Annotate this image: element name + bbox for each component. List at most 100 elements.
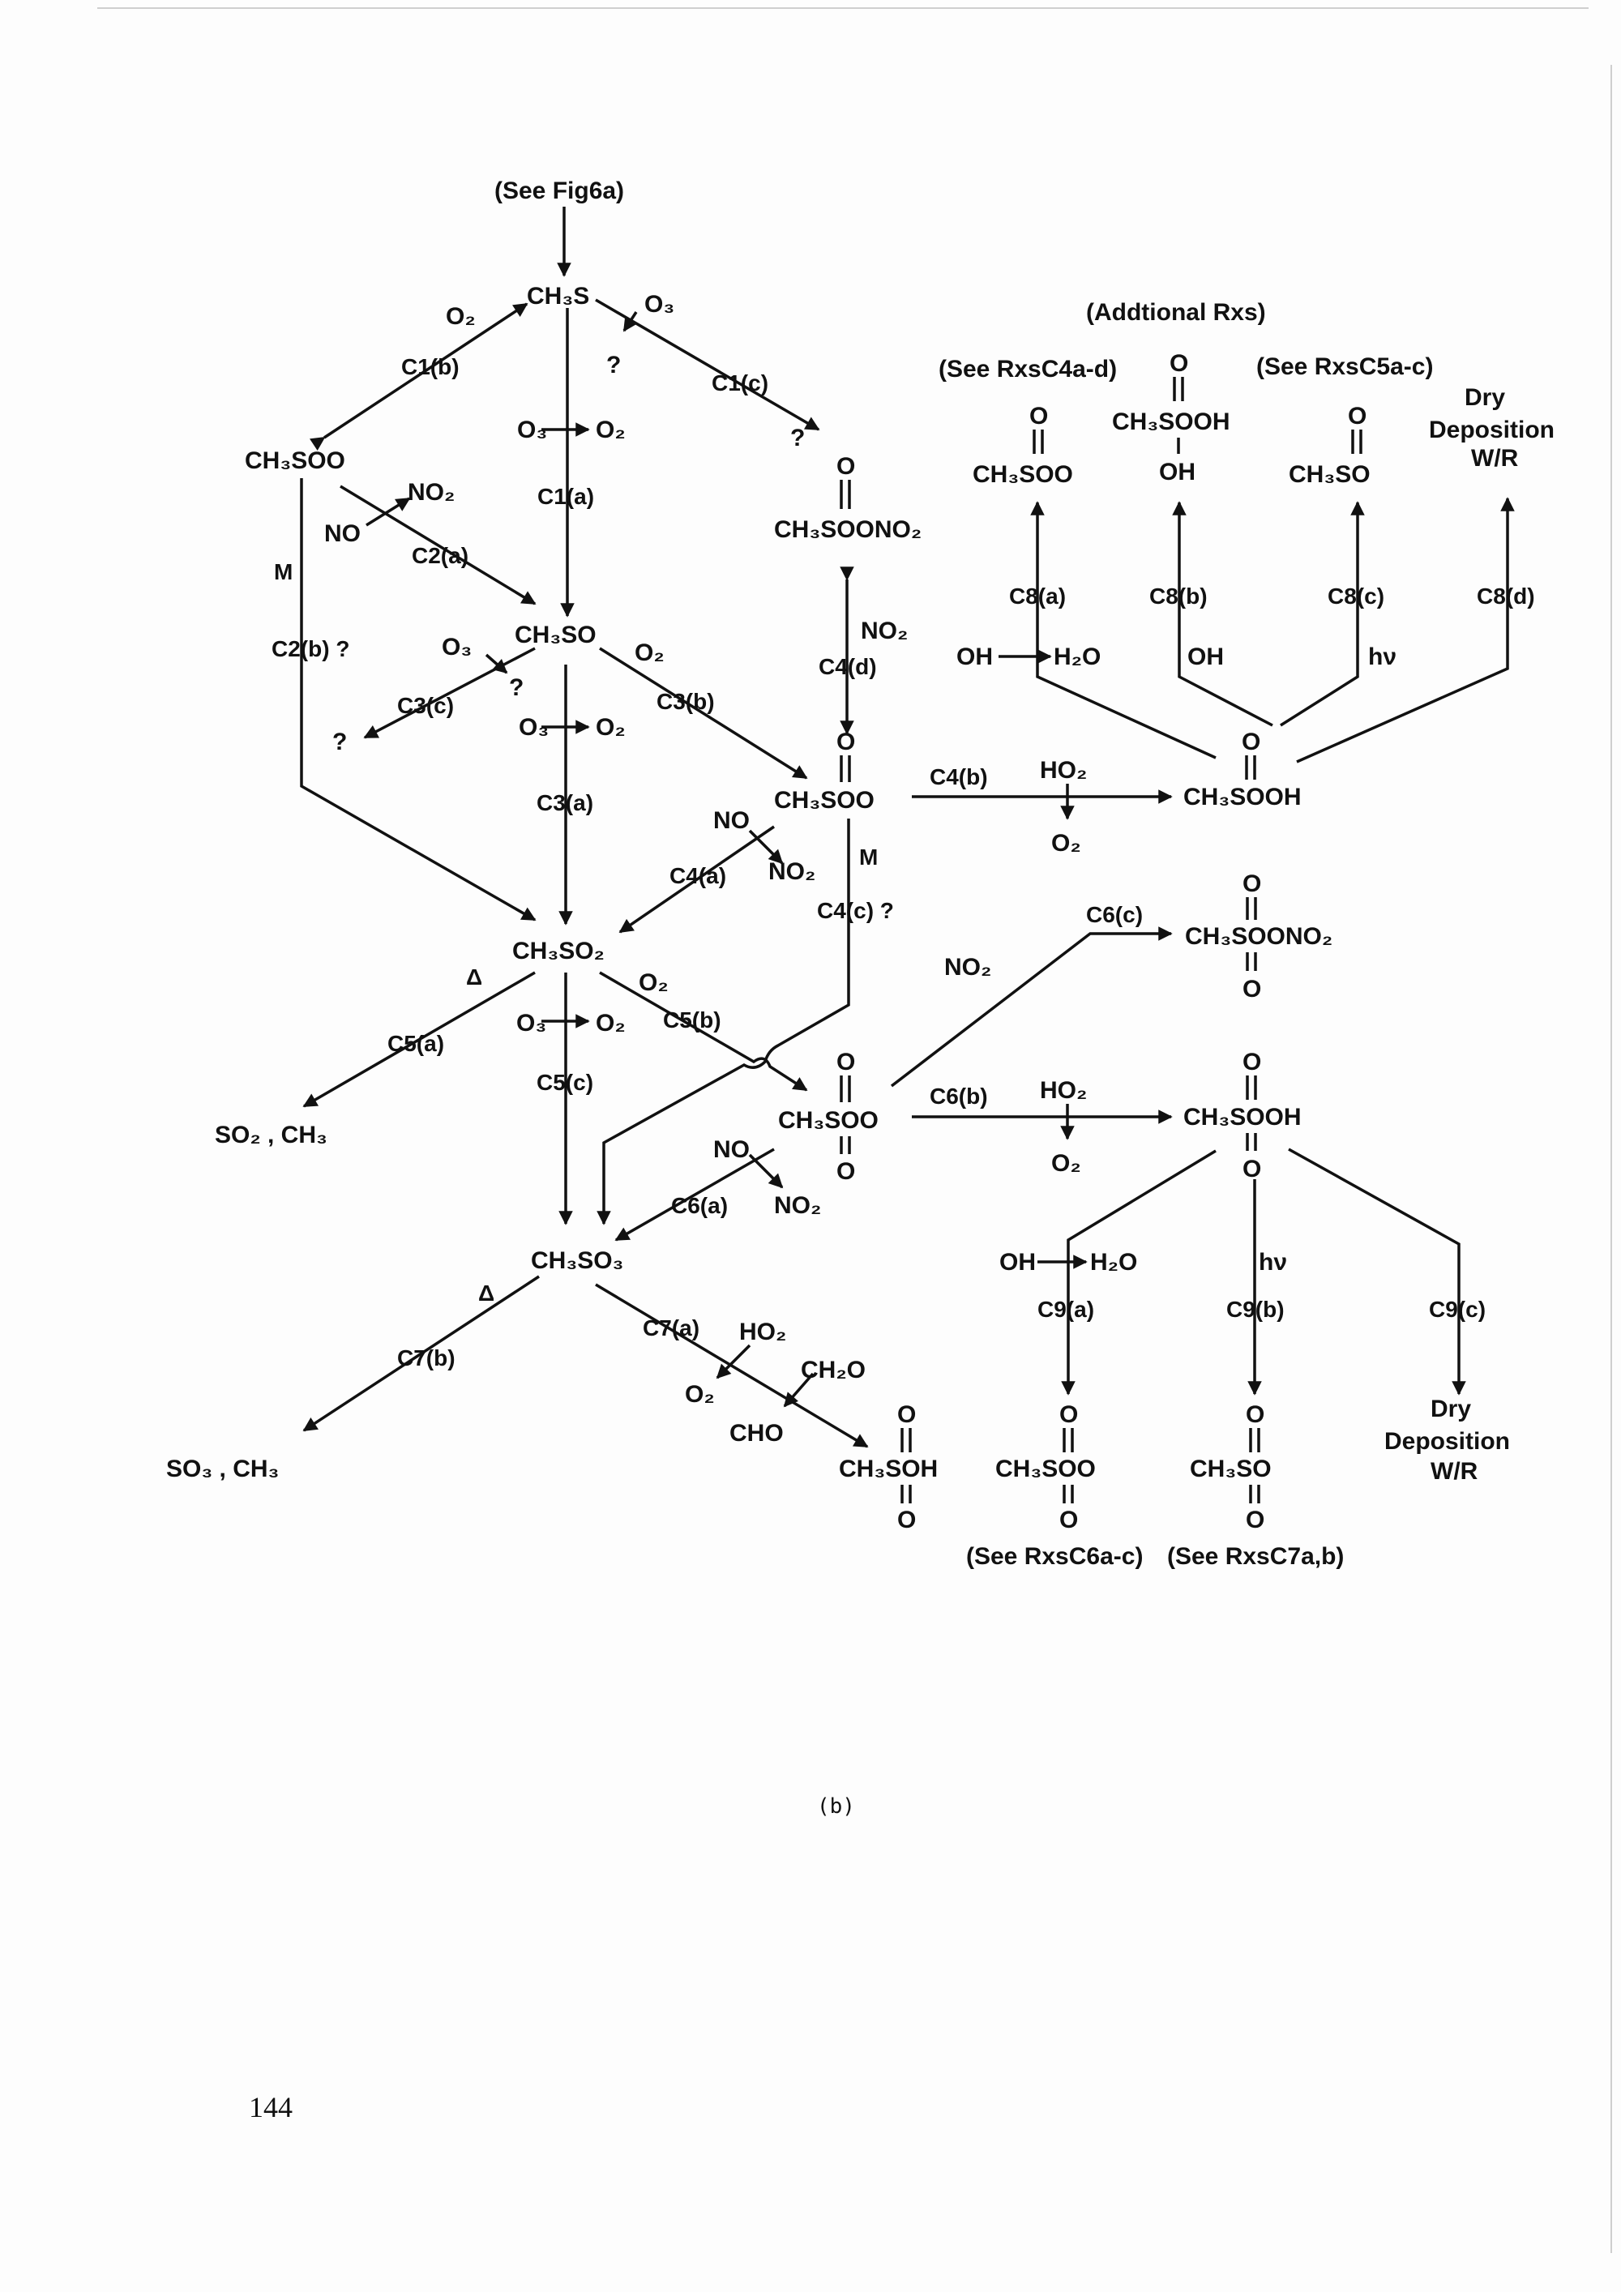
arrow-no-no2-c6 <box>748 1153 784 1189</box>
reagent-delta-c5a: Δ <box>466 964 482 990</box>
species-ch3so3: CH₃SO₃ <box>531 1247 623 1274</box>
reagent-oh-c9a: OH <box>999 1249 1036 1276</box>
dry-dep-bottom-3: W/R <box>1431 1458 1478 1485</box>
species-top-oh: OH <box>1159 459 1195 485</box>
reaction-c8b: C8(b) <box>1149 584 1208 609</box>
oxo-top-ch3so2oono2: O <box>836 453 855 480</box>
see-rxs-c7: (See RxsC7a,b) <box>1167 1543 1344 1570</box>
species-ch3so2ooh: CH₃SOOH <box>1183 784 1302 810</box>
unknown-c3c: ? <box>509 674 524 701</box>
reagent-delta-c7b: Δ <box>478 1281 494 1306</box>
reagent-ho2-c7a: HO₂ <box>739 1319 786 1345</box>
reagent-hv-c8c: hν <box>1368 643 1396 670</box>
species-so3-ch3: SO₃ , CH₃ <box>166 1456 279 1482</box>
oxo-ch3so2ooh: O <box>1242 729 1260 755</box>
reagent-no-c6a: NO <box>713 1136 750 1163</box>
reaction-c4d: C4(d) <box>819 654 877 679</box>
reaction-c6a: C6(a) <box>671 1193 728 1218</box>
arrow-c6a <box>614 1148 775 1242</box>
reagent-o2-c3b: O₂ <box>635 639 665 666</box>
see-rxs-c6: (See RxsC6a-c) <box>966 1543 1143 1570</box>
arrow-ho2-o2-c7 <box>716 1344 751 1379</box>
dry-dep-bottom-1: Dry <box>1431 1396 1471 1422</box>
reagent-ho2-c6b: HO₂ <box>1040 1077 1087 1104</box>
reaction-c8a: C8(a) <box>1009 584 1066 609</box>
arrow-c5b <box>599 971 808 1092</box>
figure-caption: (b) <box>817 1794 855 1819</box>
reagent-cho-c7a: CHO <box>729 1420 784 1447</box>
oxo-top-ch3so3oo: O <box>836 1049 855 1075</box>
arrow-c9c <box>1288 1148 1466 1396</box>
dry-dep-top-1: Dry <box>1465 384 1505 411</box>
reaction-c8d: C8(d) <box>1477 584 1535 609</box>
reagent-no2-c6a: NO₂ <box>774 1192 821 1219</box>
reagent-m-c2b: M <box>274 559 293 584</box>
arrow-c3b <box>599 647 808 780</box>
additional-rxs-heading: (Addtional Rxs) <box>1086 299 1266 326</box>
arrow-c2b <box>300 478 537 921</box>
reagent-o2-c6b: O₂ <box>1051 1150 1081 1177</box>
reaction-c7b: C7(b) <box>397 1345 456 1370</box>
reagent-h2o-c8a: H₂O <box>1054 643 1101 670</box>
species-so2-ch3: SO₂ , CH₃ <box>215 1122 327 1148</box>
unknown-c1c: ? <box>606 352 621 378</box>
reagent-ch2o-c7a: CH₂O <box>801 1357 866 1383</box>
arrow-c8b <box>1172 501 1273 727</box>
oxo-top-msa: O <box>897 1401 916 1428</box>
oxo-bottom-bot-ch3soo: O <box>1059 1507 1078 1533</box>
arrow-c2a <box>340 485 537 605</box>
reaction-c2b: C2(b) ? <box>272 636 349 661</box>
reagent-oh-c8a: OH <box>956 643 993 670</box>
reagent-o3-c3c: O₃ <box>442 634 472 661</box>
arrow-ch2o-cho-c7 <box>783 1372 815 1408</box>
reaction-c9a: C9(a) <box>1037 1297 1094 1322</box>
reaction-arrows <box>300 207 1515 1448</box>
species-ch3so3oono2: CH₃SOONO₂ <box>1185 923 1332 950</box>
arrow-c9a <box>1061 1149 1217 1396</box>
dry-dep-bottom-2: Deposition <box>1384 1428 1510 1455</box>
arrow-no-no2-c2 <box>366 497 411 527</box>
species-top-ch3soo: CH₃SOO <box>973 461 1073 488</box>
arrow-o3-c3c <box>485 653 508 674</box>
oxo-bottom-msa: O <box>897 1507 916 1533</box>
reagent-no2-c6c: NO₂ <box>944 954 991 981</box>
reaction-c4c: C4(c) ? <box>817 898 894 923</box>
oxo-bottom-ch3so3oo: O <box>836 1158 855 1185</box>
arrow-c5a <box>302 971 536 1108</box>
arrow-c1b <box>310 302 528 451</box>
see-rxs-c5: (See RxsC5a-c) <box>1256 353 1433 380</box>
dry-dep-top-2: Deposition <box>1429 417 1555 443</box>
reagent-no2-c2a: NO₂ <box>408 479 455 506</box>
species-ch3soo: CH₃SOO <box>245 447 345 474</box>
reagent-ho2-c4b: HO₂ <box>1040 757 1087 784</box>
reaction-c6b: C6(b) <box>930 1084 988 1109</box>
diagram-labels: (See Fig6a) CH₃S O₂ O₃ ? C1(b) C1(c) ? O… <box>166 177 1555 2123</box>
reaction-c5c: C5(c) <box>537 1070 593 1095</box>
species-ch3so2oono2: CH₃SOONO₂ <box>774 516 922 543</box>
species-bot-ch3so: CH₃SO <box>1190 1456 1272 1482</box>
reagent-h2o-c9a: H₂O <box>1090 1249 1137 1276</box>
oxo-top-ch3so3oono2: O <box>1242 870 1261 897</box>
species-top-ch3so: CH₃SO <box>1289 461 1371 488</box>
reagent-o3-c1c: O₃ <box>644 291 674 318</box>
reagent-o2-c5b: O₂ <box>639 969 669 996</box>
reaction-c5a: C5(a) <box>387 1031 444 1056</box>
reaction-c9c: C9(c) <box>1429 1297 1486 1322</box>
reagent-no-c4a: NO <box>713 807 750 834</box>
oxo-top-ch3sooh: O <box>1170 350 1188 377</box>
dry-dep-top-3: W/R <box>1471 445 1519 472</box>
species-msa: CH₃SOH <box>839 1456 938 1482</box>
species-top-ch3sooh: CH₃SOOH <box>1112 408 1230 435</box>
reagent-no2-c4d: NO₂ <box>861 618 908 644</box>
reaction-c1b: C1(b) <box>401 354 460 379</box>
reagent-o2-c3a: O₂ <box>596 714 626 741</box>
oxo-bottom-bot-ch3so: O <box>1246 1507 1264 1533</box>
oxo-bottom-ch3so3oono2: O <box>1242 976 1261 1003</box>
reagent-o3-c3a: O₃ <box>519 714 549 741</box>
reaction-c7a: C7(a) <box>643 1315 699 1340</box>
source-reference: (See Fig6a) <box>494 177 624 204</box>
reaction-c6c: C6(c) <box>1086 902 1143 927</box>
reagent-no-c2a: NO <box>324 520 361 547</box>
reagent-hv-c9b: hν <box>1259 1249 1287 1276</box>
